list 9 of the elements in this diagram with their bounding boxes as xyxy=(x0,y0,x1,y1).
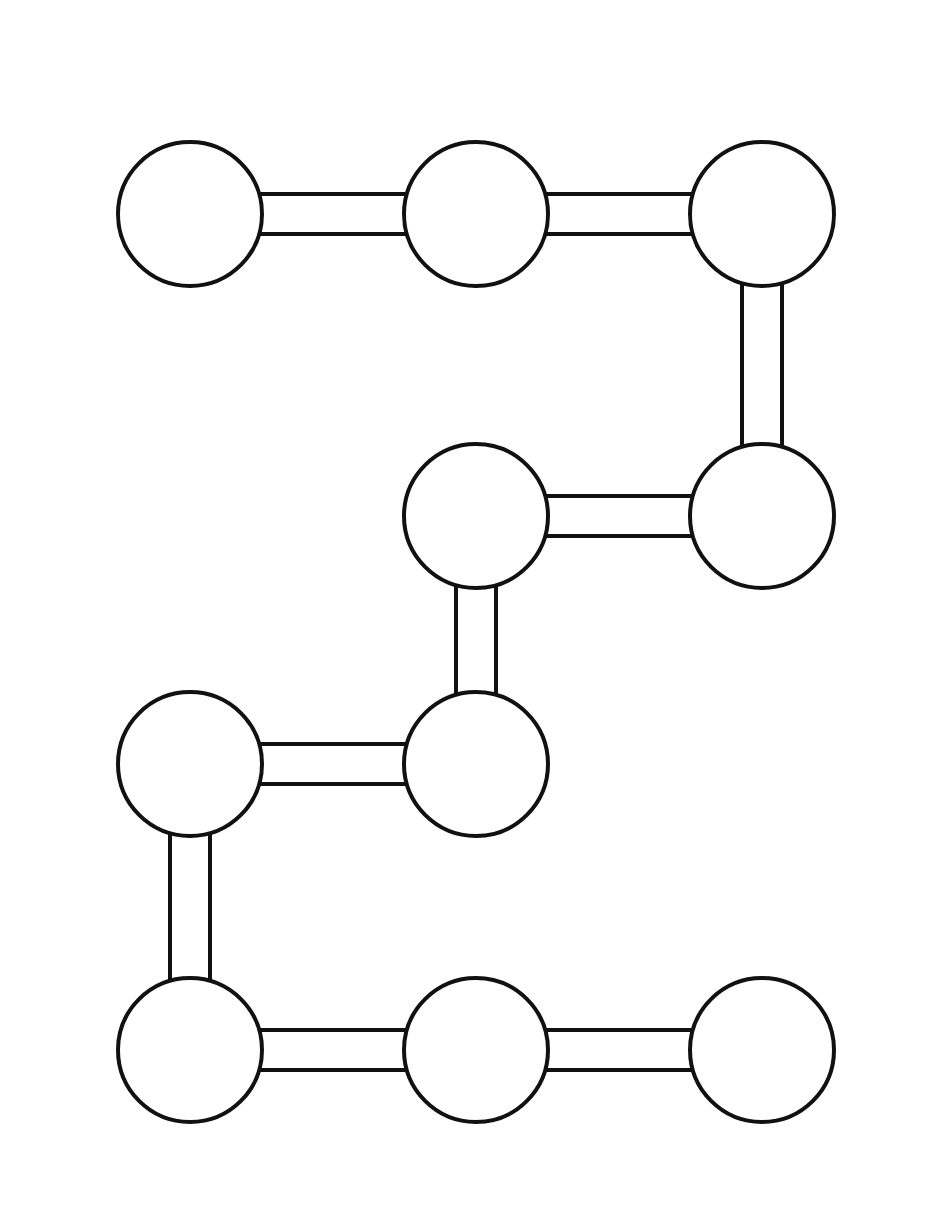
connector-bar xyxy=(257,742,409,786)
connector-bar xyxy=(257,1028,409,1072)
connector-bar xyxy=(257,192,409,236)
connector-bar xyxy=(454,583,498,697)
connector-bar xyxy=(543,192,695,236)
connector-bar xyxy=(543,494,695,538)
connector-bar xyxy=(740,281,784,449)
connector-bar xyxy=(168,831,212,983)
connector-bar xyxy=(543,1028,695,1072)
